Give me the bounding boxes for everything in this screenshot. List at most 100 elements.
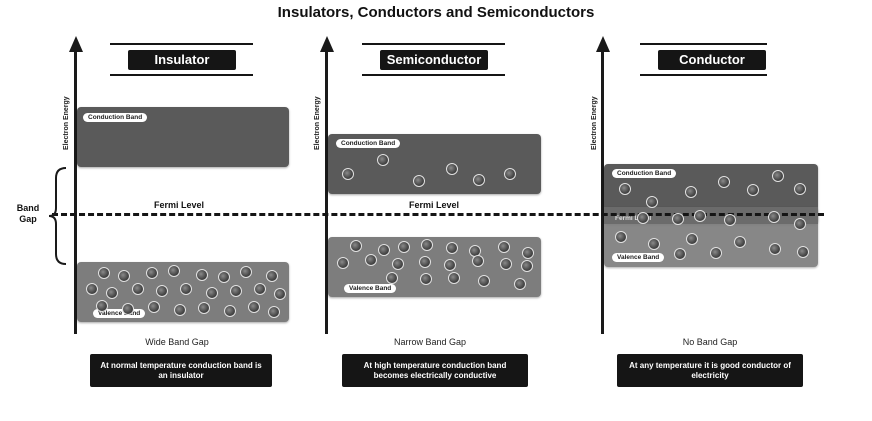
electron-icon <box>206 287 218 299</box>
electron-icon <box>218 271 230 283</box>
electron-icon <box>648 238 660 250</box>
electron-icon <box>734 236 746 248</box>
electron-icon <box>710 247 722 259</box>
electron-icon <box>342 168 354 180</box>
electron-icon <box>274 288 286 300</box>
label-top-rule <box>640 43 767 45</box>
electron-icon <box>398 241 410 253</box>
electron-icon <box>794 183 806 195</box>
electron-icon <box>472 255 484 267</box>
valence-band-label: Valence Band <box>344 284 397 293</box>
electron-icon <box>86 283 98 295</box>
electron-icon <box>724 214 736 226</box>
conduction-band-label: Conduction Band <box>612 169 677 178</box>
electron-icon <box>122 303 134 315</box>
electron-icon <box>419 256 431 268</box>
conductor-label: Conductor <box>658 50 766 70</box>
band-gap-label-line: Band <box>16 203 40 213</box>
label-bottom-rule <box>640 74 767 76</box>
electron-icon <box>180 283 192 295</box>
arrowhead-icon <box>69 36 83 52</box>
electron-icon <box>619 183 631 195</box>
conduction-band-label: Conduction Band <box>336 139 401 148</box>
insulator-note: At normal temperature conduction band is… <box>90 354 272 387</box>
gap-caption: Narrow Band Gap <box>393 337 467 347</box>
electron-icon <box>413 175 425 187</box>
valence-band-label: Valence Band <box>612 253 665 262</box>
label-top-rule <box>362 43 505 45</box>
electron-icon <box>174 304 186 316</box>
conductor-note: At any temperature it is good conductor … <box>617 354 803 387</box>
electron-icon <box>365 254 377 266</box>
electron-icon <box>392 258 404 270</box>
electron-icon <box>444 259 456 271</box>
electron-icon <box>674 248 686 260</box>
electron-icon <box>420 273 432 285</box>
electron-icon <box>685 186 697 198</box>
diagram-title: Insulators, Conductors and Semiconductor… <box>277 4 595 21</box>
electron-icon <box>148 301 160 313</box>
electron-icon <box>747 184 759 196</box>
arrowhead-icon <box>320 36 334 52</box>
fermi-level-line <box>52 213 824 216</box>
electron-icon <box>448 272 460 284</box>
electron-icon <box>504 168 516 180</box>
electron-icon <box>378 244 390 256</box>
conduction-band-label: Conduction Band <box>83 113 148 122</box>
electron-icon <box>337 257 349 269</box>
semiconductor-label: Semiconductor <box>380 50 488 70</box>
electron-icon <box>694 210 706 222</box>
electron-icon <box>118 270 130 282</box>
electron-icon <box>718 176 730 188</box>
band-gap-brace-icon <box>48 167 67 265</box>
valence-band-label: Valence Band <box>93 309 146 318</box>
energy-axis <box>74 50 77 334</box>
electron-icon <box>637 212 649 224</box>
electron-icon <box>421 239 433 251</box>
band-gap-label-line: Gap <box>19 214 37 224</box>
axis-label: Electron Energy <box>63 96 70 150</box>
electron-icon <box>146 267 158 279</box>
electron-icon <box>268 306 280 318</box>
electron-icon <box>156 285 168 297</box>
band-gap-label: Band Gap <box>10 203 46 225</box>
electron-icon <box>514 278 526 290</box>
semiconductor-note: At high temperature conduction band beco… <box>342 354 528 387</box>
electron-icon <box>500 258 512 270</box>
insulator-label: Insulator <box>128 50 236 70</box>
electron-icon <box>794 218 806 230</box>
axis-label: Electron Energy <box>314 96 321 150</box>
electron-icon <box>230 285 242 297</box>
electron-icon <box>98 267 110 279</box>
label-top-rule <box>110 43 253 45</box>
arrowhead-icon <box>596 36 610 52</box>
gap-caption: Wide Band Gap <box>145 337 209 347</box>
overlap-fermi-label: Fermi Level <box>615 215 652 222</box>
electron-icon <box>132 283 144 295</box>
electron-icon <box>168 265 180 277</box>
electron-icon <box>797 246 809 258</box>
fermi-level-label: Fermi Level <box>409 200 460 210</box>
electron-icon <box>377 154 389 166</box>
electron-icon <box>473 174 485 186</box>
electron-icon <box>446 163 458 175</box>
electron-icon <box>768 211 780 223</box>
energy-axis <box>601 50 604 334</box>
electron-icon <box>224 305 236 317</box>
electron-icon <box>769 243 781 255</box>
electron-icon <box>248 301 260 313</box>
electron-icon <box>266 270 278 282</box>
electron-icon <box>198 302 210 314</box>
electron-icon <box>615 231 627 243</box>
electron-icon <box>498 241 510 253</box>
electron-icon <box>646 196 658 208</box>
electron-icon <box>672 213 684 225</box>
label-bottom-rule <box>362 74 505 76</box>
electron-icon <box>96 300 108 312</box>
axis-label: Electron Energy <box>591 96 598 150</box>
electron-icon <box>772 170 784 182</box>
electron-icon <box>196 269 208 281</box>
energy-axis <box>325 50 328 334</box>
electron-icon <box>521 260 533 272</box>
